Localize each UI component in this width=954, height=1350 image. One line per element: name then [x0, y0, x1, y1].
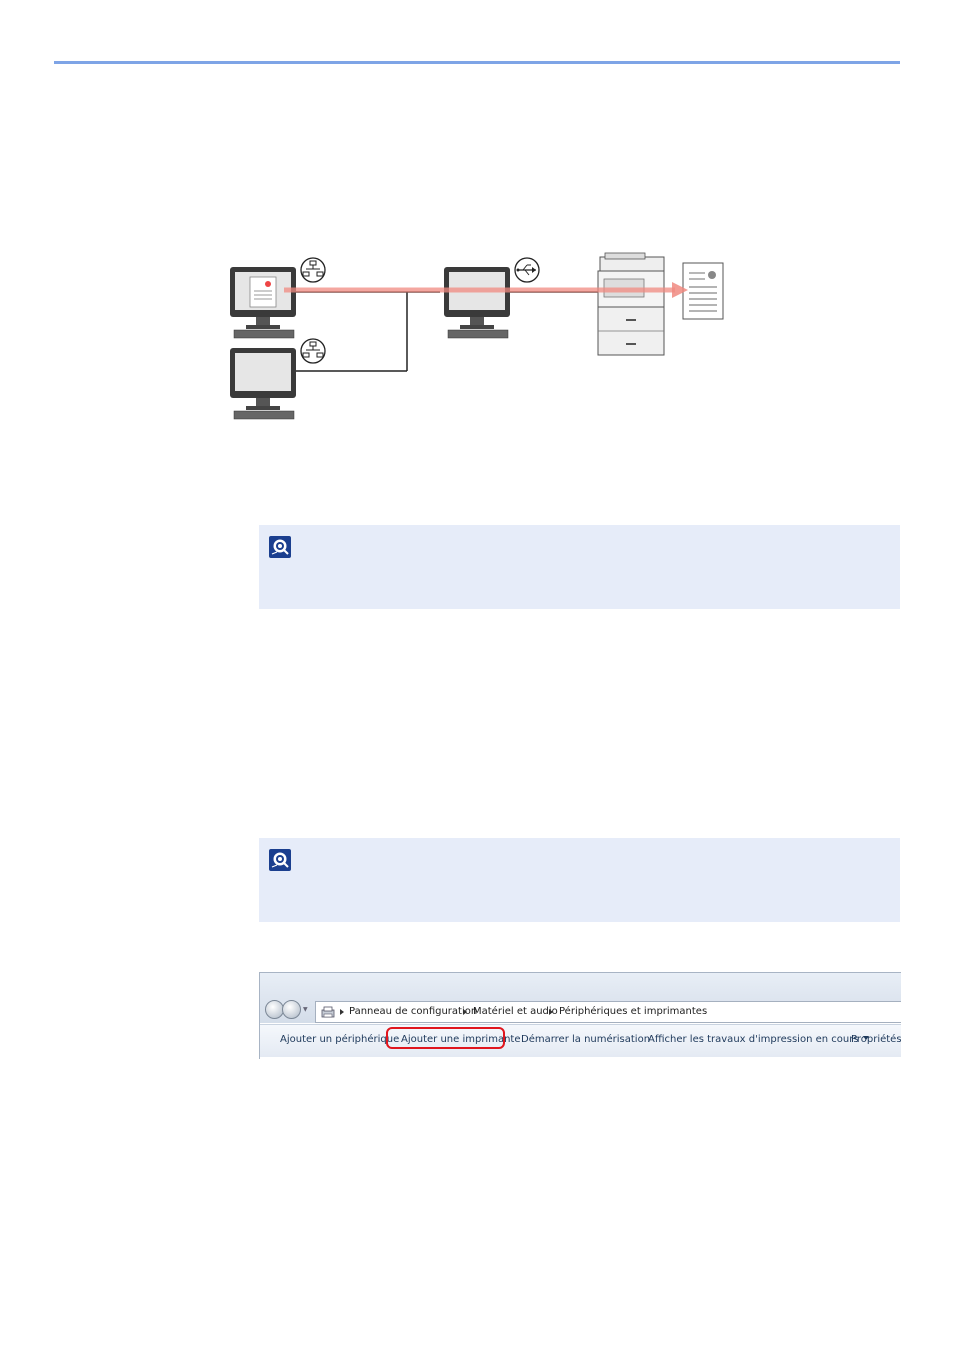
breadcrumb-control-panel[interactable]: Panneau de configuration: [349, 1006, 477, 1017]
note-icon: [269, 849, 291, 871]
add-printer-highlight: [386, 1027, 505, 1049]
printer-sharing-diagram: [220, 245, 740, 425]
history-dropdown-icon[interactable]: ▼: [303, 1006, 308, 1013]
view-print-jobs-button[interactable]: Afficher les travaux d'impression en cou…: [648, 1034, 869, 1045]
client-computer-icon: [230, 348, 296, 419]
usb-icon: [515, 258, 539, 282]
control-panel-icon: [321, 1005, 335, 1019]
multifunction-printer-icon: [598, 253, 664, 355]
start-scan-button[interactable]: Démarrer la numérisation: [521, 1034, 650, 1045]
add-device-button[interactable]: Ajouter un périphérique: [280, 1034, 399, 1045]
network-icon: [301, 258, 325, 282]
client-computer-icon: [230, 267, 296, 338]
breadcrumb-separator-icon: [340, 1009, 344, 1015]
properties-button[interactable]: Propriétés d: [851, 1034, 901, 1045]
note-box: [259, 525, 900, 609]
breadcrumb-separator-icon: [463, 1009, 467, 1015]
note-icon: [269, 536, 291, 558]
host-computer-icon: [444, 267, 510, 338]
command-bar: Ajouter un périphérique Ajouter une impr…: [260, 1024, 901, 1057]
forward-button[interactable]: [282, 1000, 301, 1019]
explorer-window-screenshot: ▼ Panneau de configuration Matériel et a…: [259, 972, 901, 1059]
breadcrumb-separator-icon: [549, 1009, 553, 1015]
address-field[interactable]: Panneau de configuration Matériel et aud…: [315, 1001, 901, 1023]
note-box: [259, 838, 900, 922]
header-rule: [54, 61, 900, 64]
printed-document-icon: [683, 263, 723, 319]
breadcrumb-devices-printers[interactable]: Périphériques et imprimantes: [559, 1006, 707, 1017]
network-icon: [301, 339, 325, 363]
breadcrumb-hardware-sound[interactable]: Matériel et audio: [473, 1006, 558, 1017]
view-print-jobs-label: Afficher les travaux d'impression en cou…: [648, 1034, 859, 1045]
address-bar-area: ▼ Panneau de configuration Matériel et a…: [260, 973, 901, 1023]
